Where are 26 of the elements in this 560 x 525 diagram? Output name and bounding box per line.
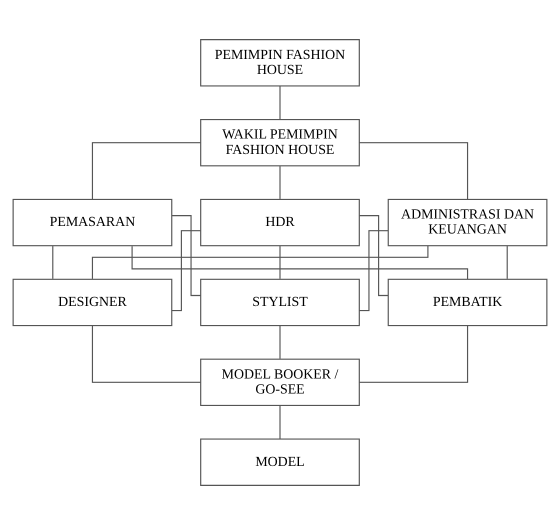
node-box: PEMASARAN xyxy=(12,198,172,246)
node-box: STYLIST xyxy=(200,278,360,326)
node-box: DESIGNER xyxy=(12,278,172,326)
connector xyxy=(279,406,281,439)
connector xyxy=(279,86,281,120)
connector xyxy=(360,142,468,200)
node-box: HDR xyxy=(200,198,360,246)
connector xyxy=(132,246,468,280)
connector xyxy=(92,326,200,383)
node-box: PEMIMPIN FASHION HOUSE xyxy=(200,39,360,87)
connector xyxy=(360,326,468,383)
node-box: MODEL BOOKER / GO-SEE xyxy=(200,358,360,406)
connector xyxy=(172,215,201,296)
connector xyxy=(279,166,281,199)
connector xyxy=(360,215,388,296)
connector xyxy=(359,230,388,312)
connector xyxy=(279,246,281,279)
node-box: ADMINISTRASI DAN KEUANGAN xyxy=(388,198,548,246)
connector xyxy=(279,326,281,359)
connector xyxy=(172,230,200,312)
connector xyxy=(52,246,54,279)
connector xyxy=(506,246,508,279)
node-box: MODEL xyxy=(200,438,360,486)
connector xyxy=(92,142,200,200)
node-box: PEMBATIK xyxy=(388,278,548,326)
node-box: WAKIL PEMIMPIN FASHION HOUSE xyxy=(200,118,360,166)
